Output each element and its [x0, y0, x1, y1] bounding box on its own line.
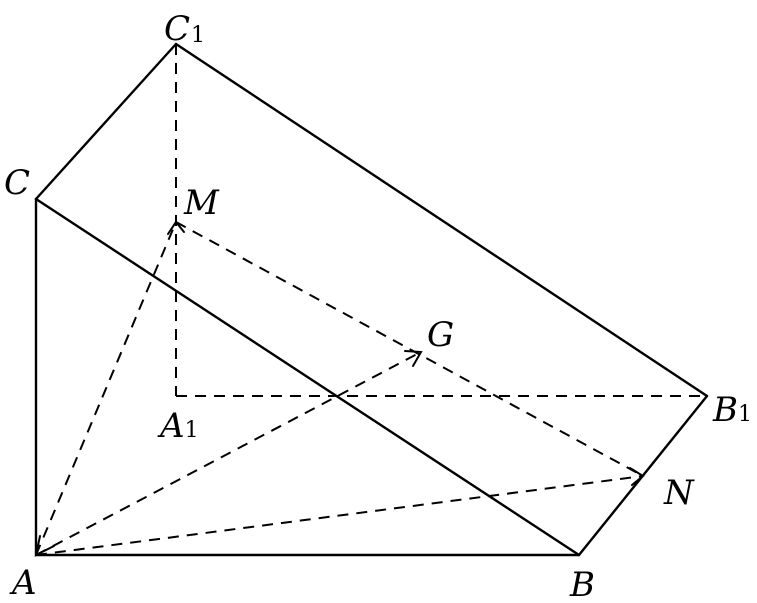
label-C1: C1 — [164, 9, 205, 49]
label-G: G — [427, 315, 454, 355]
edge-C1-B1 — [174, 42, 709, 398]
label-N: N — [663, 473, 695, 513]
arrowhead-M — [167, 220, 185, 235]
segment-M-N — [175, 221, 644, 477]
edge-C1-C — [34, 42, 178, 201]
segment-A-N — [35, 475, 644, 556]
arrowhead-G — [404, 350, 423, 367]
arrowhead-N — [629, 467, 645, 486]
label-A: A — [9, 563, 37, 603]
arrowhead-A — [34, 535, 55, 557]
segment-A-M — [35, 221, 177, 556]
edge-C-B — [34, 197, 581, 557]
label-B1: B1 — [712, 390, 752, 430]
segment-A-G — [35, 351, 422, 556]
label-M: M — [183, 183, 220, 223]
label-B: B — [569, 565, 595, 603]
label-A1: A1 — [157, 406, 199, 446]
label-C: C — [4, 163, 30, 203]
